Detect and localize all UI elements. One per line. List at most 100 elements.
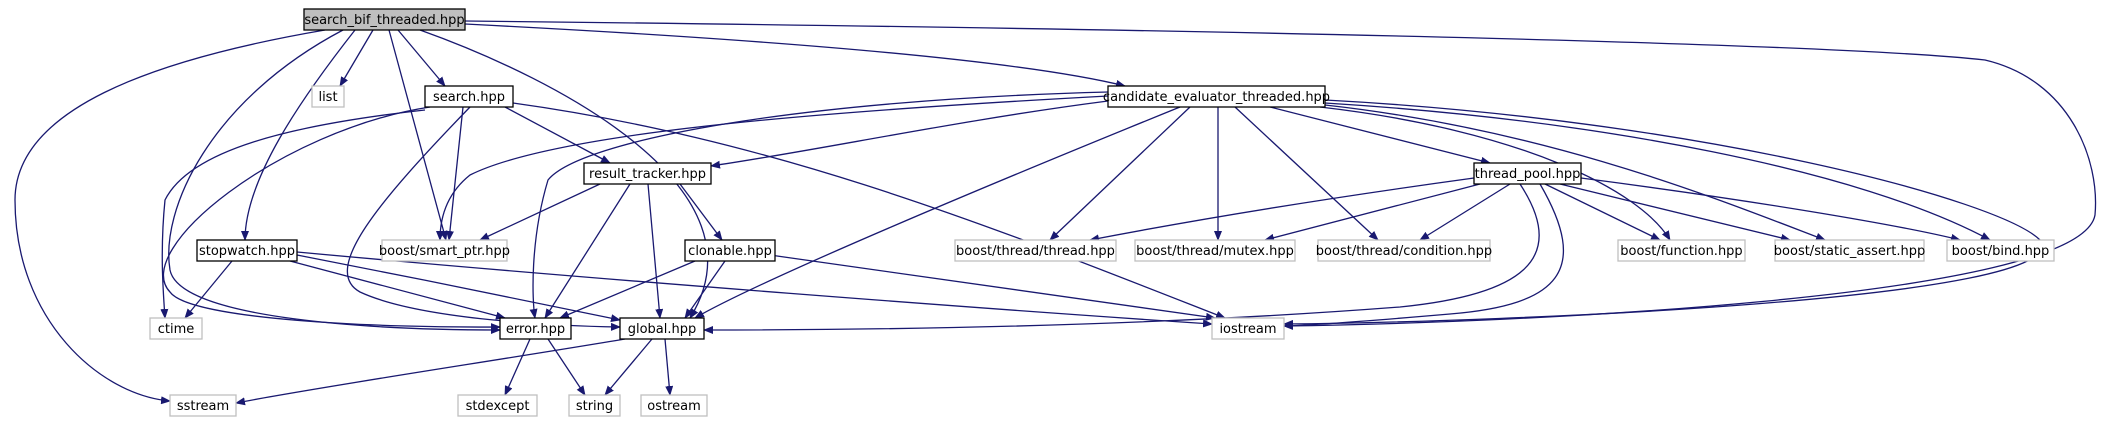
edge-arrow bbox=[388, 29, 448, 241]
edge-stopwatch-to-error bbox=[289, 260, 506, 320]
edge-arrow bbox=[479, 183, 601, 241]
edge-thread_pool-to-iostream bbox=[1283, 183, 1565, 330]
node-candidate[interactable]: candidate_evaluator_threaded.hpp bbox=[1103, 85, 1330, 108]
node-box bbox=[499, 317, 572, 340]
edge-arrow bbox=[339, 29, 374, 87]
edge-arrow bbox=[1544, 183, 1661, 241]
node-box bbox=[311, 85, 345, 108]
node-result-tracker[interactable]: result_tracker.hpp bbox=[583, 162, 712, 185]
node-box bbox=[149, 317, 203, 340]
node-box bbox=[381, 239, 508, 262]
node-thread-pool[interactable]: thread_pool.hpp bbox=[1473, 162, 1582, 185]
edge-search_bif_threaded-to-iostream bbox=[464, 20, 2097, 330]
edge-search_bif_threaded-to-smart_ptr bbox=[388, 29, 448, 241]
edge-result_tracker-to-error bbox=[544, 183, 631, 319]
node-label: ostream bbox=[647, 399, 701, 414]
node-bind: boost/bind.hpp bbox=[1946, 239, 2055, 262]
edge-arrow bbox=[1269, 106, 1491, 165]
node-box bbox=[1107, 85, 1326, 108]
edge-thread_pool-to-static_assert bbox=[1559, 183, 1791, 242]
edge-candidate-to-static_assert bbox=[1324, 104, 1826, 241]
edge-candidate-to-bind bbox=[1324, 102, 1991, 241]
node-box bbox=[169, 394, 237, 417]
node-label: iostream bbox=[1219, 322, 1276, 337]
edge-arrow bbox=[464, 23, 1126, 88]
edge-arrow bbox=[14, 29, 326, 405]
node-string: string bbox=[568, 394, 621, 417]
edge-arrow bbox=[679, 183, 723, 241]
edge-arrow bbox=[703, 183, 1540, 334]
edge-search_bif_threaded-to-list bbox=[339, 29, 374, 87]
edge-clonable-to-error bbox=[559, 260, 696, 319]
node-box bbox=[1946, 239, 2055, 262]
edge-arrow bbox=[419, 29, 709, 319]
edge-thread_pool-to-condition bbox=[1419, 183, 1511, 241]
node-label: ctime bbox=[158, 322, 195, 337]
node-box bbox=[1473, 162, 1582, 185]
node-clonable[interactable]: clonable.hpp bbox=[684, 239, 776, 262]
node-box bbox=[1617, 239, 1746, 262]
node-list: list bbox=[311, 85, 345, 108]
edge-search_bif_threaded-to-search bbox=[397, 29, 446, 87]
node-label: error.hpp bbox=[506, 322, 565, 337]
edge-arrow bbox=[547, 338, 586, 396]
edge-arrow bbox=[464, 20, 2097, 330]
edge-arrow bbox=[710, 100, 1109, 169]
edge-search_bif_threaded-to-error bbox=[168, 29, 501, 334]
edge-arrow bbox=[1419, 183, 1511, 241]
node-box bbox=[1774, 239, 1925, 262]
edge-search-to-ctime bbox=[160, 109, 426, 319]
edge-candidate-to-global bbox=[694, 106, 1181, 319]
node-label: search.hpp bbox=[433, 90, 505, 105]
node-label: boost/bind.hpp bbox=[1952, 244, 2050, 259]
edge-arrow bbox=[168, 29, 501, 334]
edge-search-to-error bbox=[162, 106, 501, 332]
edge-arrow bbox=[1089, 177, 1475, 243]
edge-arrow bbox=[604, 338, 653, 396]
node-box bbox=[303, 8, 466, 31]
node-box bbox=[1317, 239, 1491, 262]
edge-arrow bbox=[296, 254, 621, 323]
node-label: boost/thread/thread.hpp bbox=[956, 244, 1115, 259]
node-ctime: ctime bbox=[149, 317, 203, 340]
node-label: result_tracker.hpp bbox=[589, 167, 706, 182]
edge-clonable-to-global bbox=[684, 260, 726, 319]
node-label: global.hpp bbox=[628, 322, 697, 337]
edge-candidate-to-result_tracker bbox=[710, 100, 1109, 169]
edge-arrow bbox=[289, 260, 506, 320]
node-stopwatch[interactable]: stopwatch.hpp bbox=[196, 239, 298, 262]
edge-arrow bbox=[184, 260, 233, 319]
node-label: candidate_evaluator_threaded.hpp bbox=[1103, 90, 1330, 105]
node-box bbox=[457, 394, 538, 417]
edge-search_bif_threaded-to-candidate bbox=[464, 23, 1126, 88]
node-label: stdexcept bbox=[466, 399, 530, 414]
node-error[interactable]: error.hpp bbox=[499, 317, 572, 340]
edge-thread_pool-to-global bbox=[703, 183, 1540, 334]
node-search[interactable]: search.hpp bbox=[424, 85, 514, 108]
node-label: string bbox=[576, 399, 613, 414]
node-condition: boost/thread/condition.hpp bbox=[1316, 239, 1492, 262]
edge-arrow bbox=[694, 106, 1181, 319]
edge-arrow bbox=[529, 91, 1109, 319]
edge-arrow bbox=[162, 106, 501, 332]
node-box bbox=[424, 85, 514, 108]
edge-arrow bbox=[1559, 183, 1791, 242]
edge-arrow bbox=[504, 338, 531, 396]
node-global[interactable]: global.hpp bbox=[619, 317, 705, 340]
edge-arrow bbox=[1283, 183, 1565, 330]
node-label: search_bif_threaded.hpp bbox=[304, 13, 464, 28]
node-box bbox=[1134, 239, 1296, 262]
node-label: boost/function.hpp bbox=[1620, 244, 1742, 259]
edge-thread_pool-to-bind bbox=[1580, 177, 1961, 242]
node-stdexcept: stdexcept bbox=[457, 394, 538, 417]
node-search-bif-threaded[interactable]: search_bif_threaded.hpp bbox=[303, 8, 466, 31]
node-thread: boost/thread/thread.hpp bbox=[954, 239, 1117, 262]
edge-search-to-global bbox=[346, 106, 621, 331]
node-label: stopwatch.hpp bbox=[199, 244, 295, 259]
node-label: boost/thread/condition.hpp bbox=[1316, 244, 1492, 259]
edge-arrow bbox=[1324, 104, 1826, 241]
edge-global-to-string bbox=[604, 338, 653, 396]
node-box bbox=[568, 394, 621, 417]
node-smart-ptr: boost/smart_ptr.hpp bbox=[379, 239, 510, 262]
edge-error-to-string bbox=[547, 338, 586, 396]
